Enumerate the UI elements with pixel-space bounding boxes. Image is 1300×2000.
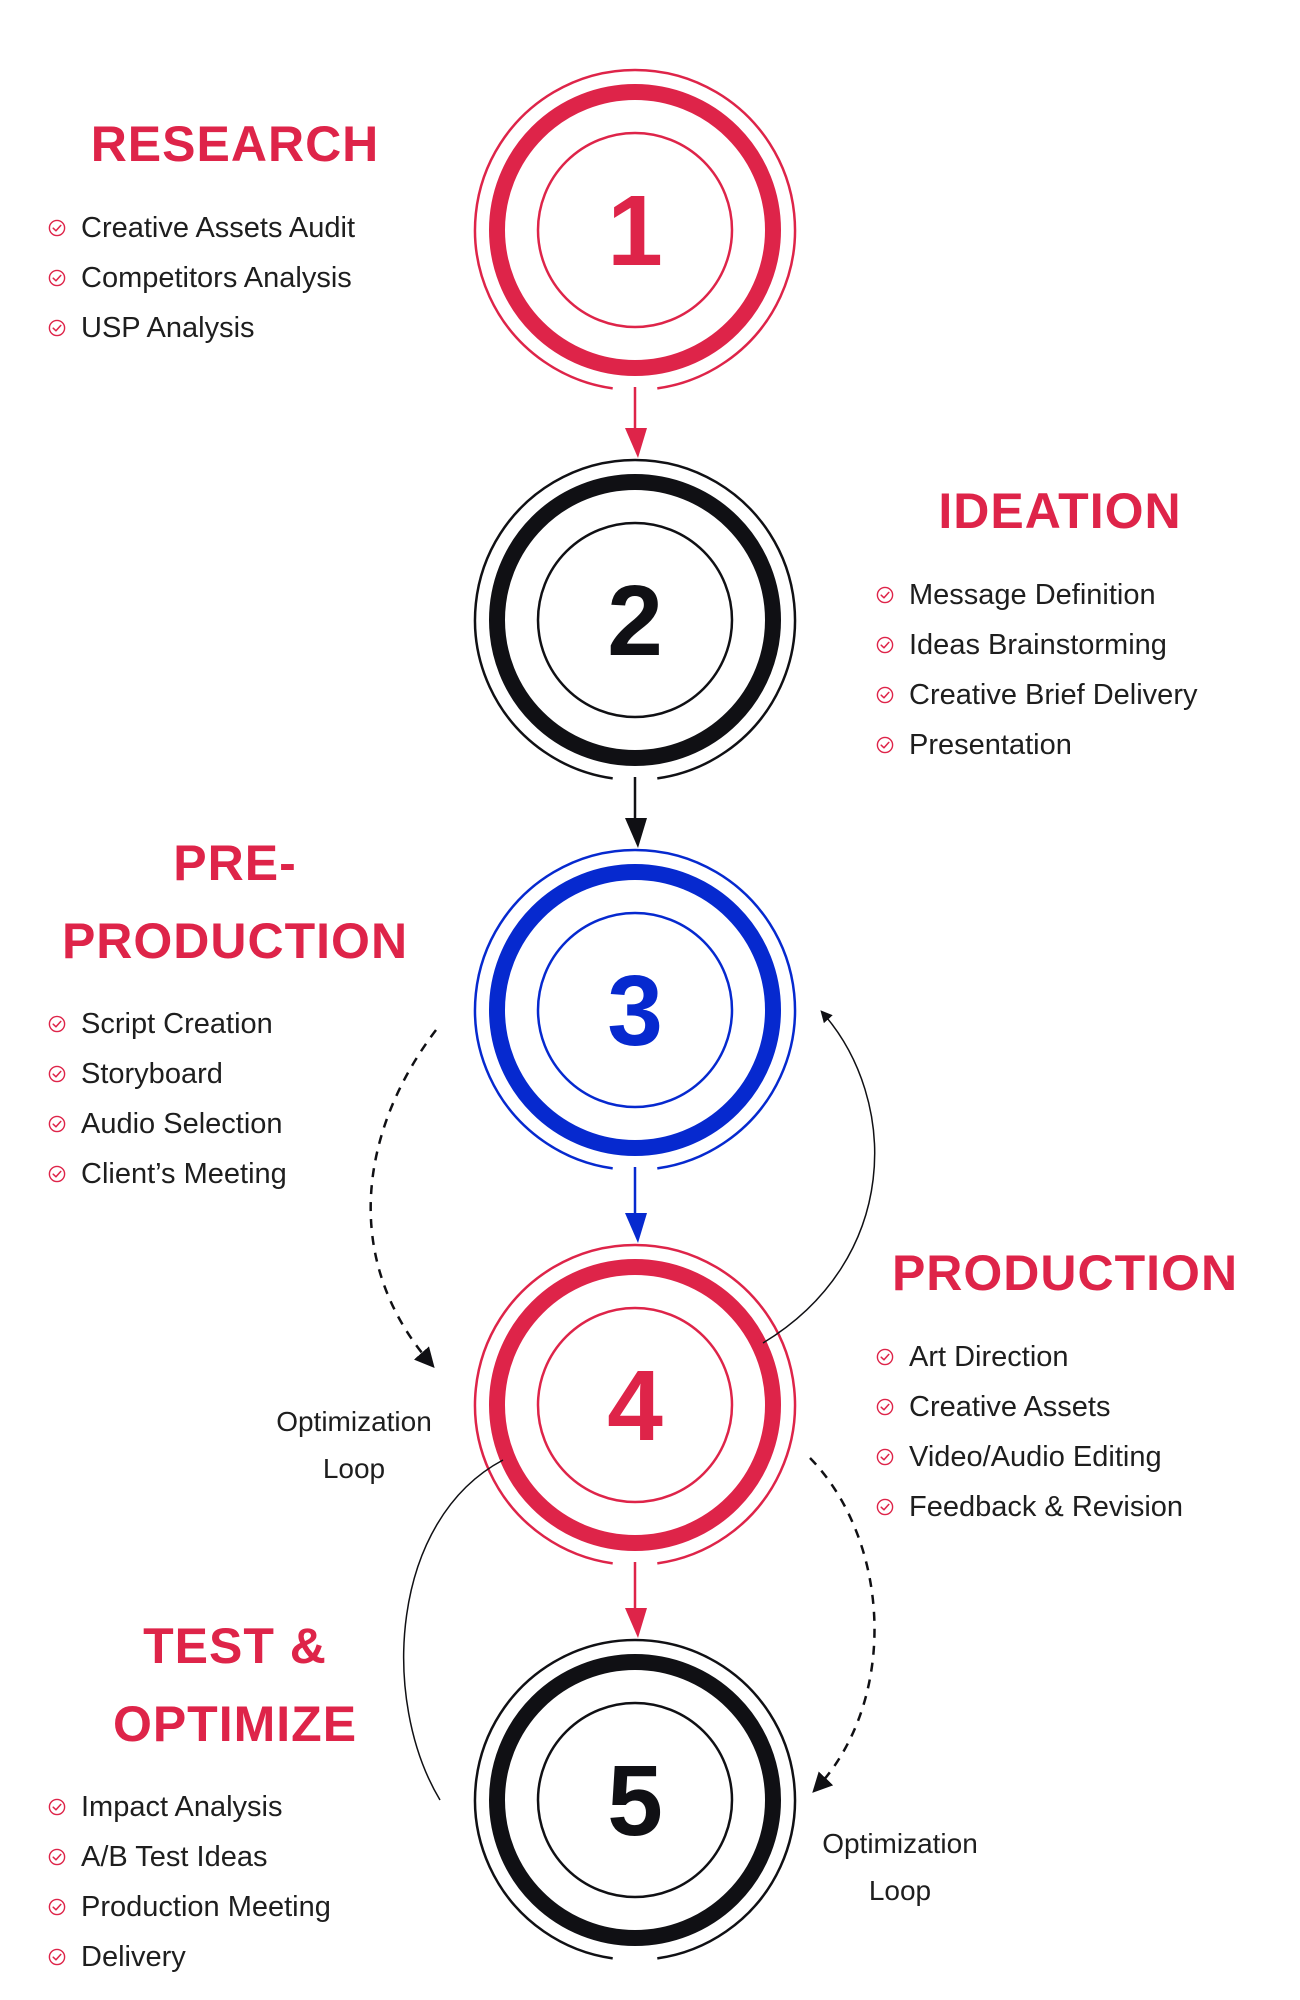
step-2-title: IDEATION — [870, 472, 1250, 550]
step-3-title-line: PRE- — [173, 835, 297, 891]
outer-open-ring — [473, 848, 797, 1170]
step-3-title-line: PRODUCTION — [61, 913, 409, 969]
list-item: Audio Selection — [48, 1099, 408, 1149]
arrow-down-icon — [625, 387, 647, 458]
step-1-title: RESEARCH — [40, 105, 430, 183]
inner-ring — [536, 131, 734, 329]
step-5-title-line: OPTIMIZE — [112, 1696, 358, 1752]
outer-open-ring — [473, 68, 797, 390]
step-number: 3 — [607, 955, 663, 1067]
check-circle-icon — [48, 1165, 66, 1183]
list-item: Impact Analysis — [48, 1782, 408, 1832]
list-item: Client’s Meeting — [48, 1149, 408, 1199]
check-circle-icon — [48, 1948, 66, 1966]
step-5-title: TEST & OPTIMIZE — [40, 1607, 430, 1763]
inner-ring — [536, 911, 734, 1109]
optimization-loop-label-right: Optimization Loop — [822, 1828, 978, 1906]
step-number: 1 — [607, 175, 663, 287]
step-1-circle: 1 — [473, 68, 797, 390]
check-circle-icon — [876, 686, 894, 704]
list-item: Storyboard — [48, 1049, 408, 1099]
connector-head — [625, 1608, 647, 1638]
list-item: Presentation — [876, 720, 1256, 770]
step-number: 5 — [607, 1745, 663, 1857]
step-4-title: PRODUCTION — [860, 1234, 1270, 1312]
thick-ring — [489, 1259, 781, 1551]
list-item: Video/Audio Editing — [876, 1432, 1256, 1482]
step-number: 4 — [607, 1350, 663, 1462]
step-1-items: Creative Assets Audit Competitors Analys… — [48, 203, 408, 353]
step-2-items: Message Definition Ideas Brainstorming C… — [876, 570, 1256, 770]
list-item: Delivery — [48, 1932, 408, 1982]
list-item: Ideas Brainstorming — [876, 620, 1256, 670]
check-circle-icon — [876, 1498, 894, 1516]
outer-open-ring — [473, 1638, 797, 1960]
arrow-down-icon — [625, 1167, 647, 1243]
list-item: Production Meeting — [48, 1882, 408, 1932]
step-2-circle: 2 — [473, 458, 797, 780]
check-circle-icon — [876, 586, 894, 604]
check-circle-icon — [48, 319, 66, 337]
check-circle-icon — [48, 269, 66, 287]
list-item: USP Analysis — [48, 303, 408, 353]
check-circle-icon — [48, 1898, 66, 1916]
list-item: Art Direction — [876, 1332, 1256, 1382]
step-4-items: Art Direction Creative Assets Video/Audi… — [876, 1332, 1256, 1532]
step-5-circle: 5 — [473, 1638, 797, 1960]
step-4-title-line: PRODUCTION — [891, 1245, 1239, 1301]
step-1-title-line: RESEARCH — [90, 116, 380, 172]
check-circle-icon — [876, 736, 894, 754]
inner-ring — [536, 1306, 734, 1504]
step-2-title-line: IDEATION — [938, 483, 1182, 539]
list-item: Creative Assets Audit — [48, 203, 408, 253]
check-circle-icon — [876, 1398, 894, 1416]
thick-ring — [489, 1654, 781, 1946]
list-item: Script Creation — [48, 999, 408, 1049]
check-circle-icon — [48, 1015, 66, 1033]
optimization-loop-label-left: Optimization Loop — [276, 1406, 432, 1484]
list-item: Creative Assets — [876, 1382, 1256, 1432]
solid-loop-curve-left — [402, 1459, 504, 1801]
connector-head — [625, 818, 647, 848]
list-item: A/B Test Ideas — [48, 1832, 408, 1882]
dashed-loop-arrow-left — [369, 1029, 437, 1369]
step-3-title: PRE- PRODUCTION — [25, 824, 445, 980]
list-item: Message Definition — [876, 570, 1256, 620]
list-item: Competitors Analysis — [48, 253, 408, 303]
arrow-down-icon — [625, 1562, 647, 1638]
check-circle-icon — [876, 1448, 894, 1466]
step-3-items: Script Creation Storyboard Audio Selecti… — [48, 999, 408, 1199]
connector-head — [625, 1213, 647, 1243]
check-circle-icon — [48, 1848, 66, 1866]
outer-open-ring — [473, 1243, 797, 1565]
step-5-items: Impact Analysis A/B Test Ideas Productio… — [48, 1782, 408, 1982]
check-circle-icon — [48, 1065, 66, 1083]
inner-ring — [536, 521, 734, 719]
step-3-circle: 3 — [473, 848, 797, 1170]
list-item: Feedback & Revision — [876, 1482, 1256, 1532]
arrow-down-icon — [625, 777, 647, 848]
step-4-circle: 4 — [473, 1243, 797, 1565]
thick-ring — [489, 864, 781, 1156]
dashed-loop-arrow-right — [809, 1457, 876, 1793]
outer-open-ring — [473, 458, 797, 780]
check-circle-icon — [876, 1348, 894, 1366]
list-item: Creative Brief Delivery — [876, 670, 1256, 720]
inner-ring — [536, 1701, 734, 1899]
thick-ring — [489, 84, 781, 376]
solid-loop-arrow-right — [762, 1010, 876, 1344]
step-number: 2 — [607, 565, 663, 677]
thick-ring — [489, 474, 781, 766]
check-circle-icon — [48, 1798, 66, 1816]
check-circle-icon — [48, 219, 66, 237]
step-5-title-line: TEST & — [143, 1618, 327, 1674]
connector-head — [625, 428, 647, 458]
check-circle-icon — [48, 1115, 66, 1133]
check-circle-icon — [876, 636, 894, 654]
